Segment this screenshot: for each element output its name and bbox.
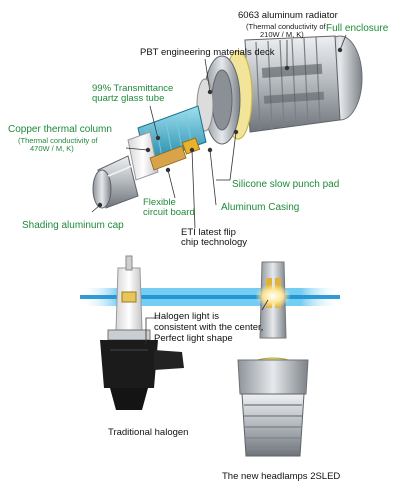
quartz-line-1: 99% Transmittance [92,83,174,94]
copper-note-2: 470W / M, K) [30,143,74,153]
label-pbt-deck: PBT engineering materials deck [140,47,275,58]
label-silicone-pad: Silicone slow punch pad [232,179,340,190]
comparison-callout: Halogen light is consistent with the cen… [154,311,264,345]
caption-halogen: Traditional halogen [108,427,189,438]
callout-line-3: Perfect light shape [154,332,233,344]
caption-led: The new headlamps 2SLED [222,471,341,482]
label-copper-column: Copper thermal column (Thermal conductiv… [8,120,112,153]
eti-line-2: chip technology [181,236,248,248]
label-eti-chip: ETI latest flip chip technology [181,228,247,248]
label-radiator: 6063 aluminum radiator (Thermal conducti… [238,6,338,39]
label-shading-cap: Shading aluminum cap [22,220,124,231]
halogen-bulb [100,255,184,410]
quartz-line-2: quartz glass tube [92,92,165,104]
radiator-body [244,35,341,133]
circuit-line-1: Flexible [143,197,176,208]
eti-line-1: ETI latest flip [181,227,236,238]
label-aluminum-casing: Aluminum Casing [221,202,300,213]
label-circuit-board: Flexible circuit board [143,198,195,218]
radiator-note-2: 210W / M, K) [260,29,304,39]
callout-line-2: consistent with the center, [154,321,264,333]
radiator-title: 6063 aluminum radiator [238,10,338,21]
shading-cap [92,155,139,209]
copper-title: Copper thermal column [8,124,112,135]
circuit-line-2: circuit board [143,206,195,218]
label-enclosure: Full enclosure [326,23,389,34]
exploded-led-assembly [92,35,363,209]
radiator-note-1: (Thermal conductivity of [246,21,326,31]
led-bulb [237,261,309,457]
leader-lines [91,34,347,229]
label-quartz: 99% Transmittance quartz glass tube [92,84,173,104]
callout-line-1: Halogen light is [154,311,219,322]
copper-note-1: (Thermal conductivity of [18,135,98,145]
